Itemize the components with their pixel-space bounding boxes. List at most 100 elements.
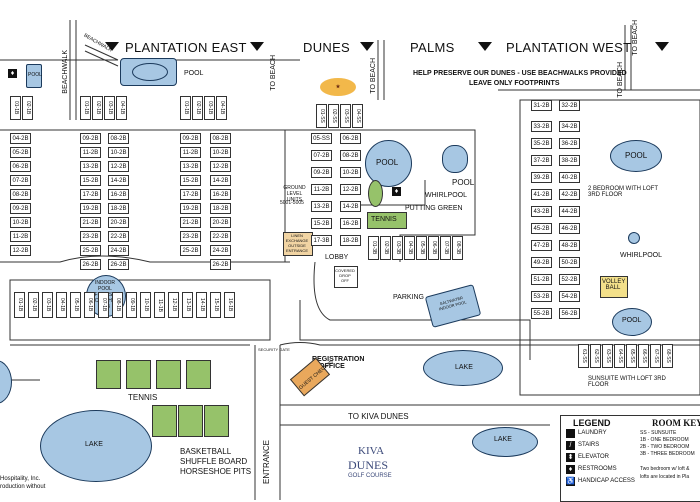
beachwalk-label: TO BEACH <box>617 62 624 98</box>
unit-47-2B: 47-2B <box>531 240 552 251</box>
dunes-notice-line2: LEAVE ONLY FOOTPRINTS <box>469 80 560 87</box>
unit-53-2B: 53-2B <box>531 291 552 302</box>
unit-16-2B: 16-2B <box>340 218 361 229</box>
unit-65-SS: 65-SS <box>626 344 637 368</box>
legend-item: HANDICAP ACCESS <box>578 478 635 484</box>
room-key-note: Two bedroom w/ loft & <box>640 466 690 472</box>
sunsuite-label: SUNSUITE WITH LOFT 3RD FLOOR <box>588 376 666 388</box>
kiva-logo-mascot: ★ <box>320 78 356 96</box>
header-arrow-2 <box>250 42 264 51</box>
unit-06-3B: 06-3B <box>428 236 439 260</box>
linen-label: LINEN EXCHANGE OUTSIDE ENTRANCE <box>285 233 309 253</box>
whirlpool-label: WHIRLPOOL <box>425 192 468 199</box>
lake-1-label: LAKE <box>455 364 473 371</box>
unit-16-1B: 16-1B <box>224 292 235 318</box>
unit-42-2B: 42-2B <box>559 189 580 200</box>
unit-12-2B: 12-2B <box>10 245 31 256</box>
unit-40-2B: 40-2B <box>559 172 580 183</box>
unit-07-2B: 07-2B <box>10 175 31 186</box>
unit-12-2B: 12-2B <box>108 161 129 172</box>
unit-35-2B: 35-2B <box>531 138 552 149</box>
ground-units-label: 5001-5005 <box>280 200 304 206</box>
legend-item: LAUNDRY <box>578 430 607 436</box>
footer-copyright: Hospitality, Inc. <box>0 476 41 482</box>
unit-25-2B: 25-2B <box>180 245 201 256</box>
unit-02-SS: 02-SS <box>328 104 339 128</box>
unit-51-2B: 51-2B <box>531 274 552 285</box>
unit-01-SS: 01-SS <box>316 104 327 128</box>
unit-08-2B: 08-2B <box>108 133 129 144</box>
basketball-court-2 <box>178 405 203 437</box>
dunes-notice-line1: HELP PRESERVE OUR DUNES - USE BEACHWALKS… <box>413 70 627 77</box>
header-dunes: DUNES <box>303 40 351 55</box>
unit-03-SS: 03-SS <box>340 104 351 128</box>
unit-48-2B: 48-2B <box>559 240 580 251</box>
unit-41-2B: 41-2B <box>531 189 552 200</box>
unit-14-2B: 14-2B <box>108 175 129 186</box>
unit-23-2B: 23-2B <box>80 231 101 242</box>
unit-01-1B: 01-1B <box>80 96 91 120</box>
header-arrow-3 <box>360 42 374 51</box>
unit-09-2B: 09-2B <box>80 133 101 144</box>
unit-09-2B: 09-2B <box>180 133 201 144</box>
unit-63-SS: 63-SS <box>602 344 613 368</box>
unit-10-2B: 10-2B <box>210 147 231 158</box>
unit-10-1B: 10-1B <box>140 292 151 318</box>
pool-label: POOL <box>184 70 204 77</box>
beachwalk-label: TO BEACH <box>270 55 277 91</box>
pool-west-2 <box>612 308 652 336</box>
unit-26-2B: 26-2B <box>108 259 129 270</box>
unit-07-1B: 07-1B <box>98 292 109 318</box>
unit-21-2B: 21-2B <box>80 217 101 228</box>
loft-label: 2 BEDROOM WITH LOFT 3RD FLOOR <box>588 186 658 198</box>
unit-16-2B: 16-2B <box>210 189 231 200</box>
room-key-title: ROOM KEY <box>652 418 700 428</box>
unit-11-2B: 11-2B <box>180 147 201 158</box>
unit-26-2B: 26-2B <box>80 259 101 270</box>
unit-61-SS: 61-SS <box>578 344 589 368</box>
horseshoe-label: HORSESHOE PITS <box>180 467 252 476</box>
to-kiva-label: TO KIVA DUNES <box>348 412 409 421</box>
lake-3-label: LAKE <box>494 436 512 443</box>
header-plantation-east: PLANTATION EAST <box>125 40 247 55</box>
unit-20-2B: 20-2B <box>108 217 129 228</box>
legend-item: ELEVATOR <box>578 454 610 460</box>
unit-06-1B: 06-1B <box>84 292 95 318</box>
header-arrow-4 <box>478 42 492 51</box>
unit-04-3B: 04-3B <box>404 236 415 260</box>
unit-08-1B: 08-1B <box>112 292 123 318</box>
unit-03-3B: 03-3B <box>392 236 403 260</box>
unit-67-SS: 67-SS <box>650 344 661 368</box>
unit-64-SS: 64-SS <box>614 344 625 368</box>
unit-11-2B: 11-2B <box>10 231 31 242</box>
tennis-court-3 <box>156 360 181 389</box>
unit-01-1B: 01-1B <box>10 96 21 120</box>
unit-04-1B: 04-1B <box>116 96 127 120</box>
pool-palms-label: POOL <box>376 158 399 167</box>
unit-68-SS: 68-SS <box>662 344 673 368</box>
putting-green-label: PUTTING GREEN <box>405 205 463 212</box>
tennis-court-1 <box>96 360 121 389</box>
unit-07-2B: 07-2B <box>311 150 332 161</box>
header-plantation-west: PLANTATION WEST <box>506 40 632 55</box>
kiva-logo-bottom: GOLF COURSE <box>348 473 392 479</box>
unit-11-1B: 11-1B <box>154 292 165 318</box>
unit-22-2B: 22-2B <box>108 231 129 242</box>
unit-13-2B: 13-2B <box>180 161 201 172</box>
unit-50-2B: 50-2B <box>559 257 580 268</box>
footer-copyright: roduction without <box>0 484 46 490</box>
unit-13-2B: 13-2B <box>80 161 101 172</box>
unit-02-1B: 02-1B <box>22 96 33 120</box>
kiva-logo-mid: DUNES <box>348 458 389 472</box>
basketball-label: BASKETBALL <box>180 447 232 456</box>
unit-10-2B: 10-2B <box>108 147 129 158</box>
beachwalk-label: TO BEACH <box>632 20 639 56</box>
unit-12-2B: 12-2B <box>210 161 231 172</box>
tennis-palms-label: TENNIS <box>371 216 397 223</box>
unit-01-1B: 01-1B <box>14 292 25 318</box>
unit-05-3B: 05-3B <box>416 236 427 260</box>
room-key-item: 2B - TWO BEDROOM <box>640 444 690 450</box>
unit-22-2B: 22-2B <box>210 231 231 242</box>
unit-52-2B: 52-2B <box>559 274 580 285</box>
